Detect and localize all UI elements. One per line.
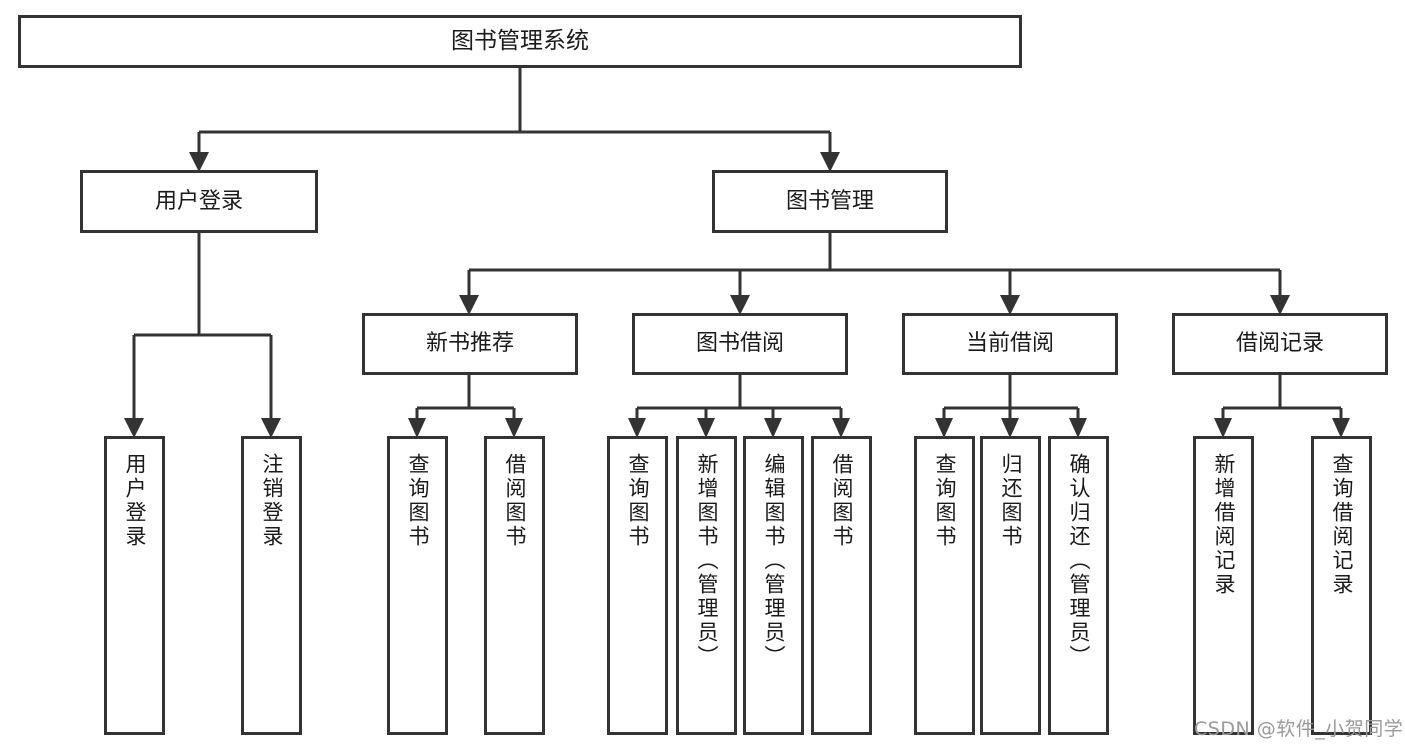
- node-label: 图书管理: [785, 188, 874, 214]
- node-leaf-query-borrow-record[interactable]: 查询借阅记录: [1311, 436, 1372, 735]
- node-book-borrow[interactable]: 图书借阅: [632, 313, 848, 375]
- node-label: 用户登录: [154, 188, 243, 214]
- node-label: 查询图书: [626, 453, 650, 549]
- node-leaf-borrow-book-2[interactable]: 借阅图书: [811, 436, 872, 735]
- node-user-login[interactable]: 用户登录: [80, 170, 318, 233]
- node-label: 新书推荐: [425, 331, 514, 357]
- node-label: 借阅记录: [1235, 331, 1324, 357]
- node-leaf-confirm-return[interactable]: 确认归还（管理员）: [1048, 436, 1109, 735]
- node-label: 查询借阅记录: [1330, 453, 1354, 597]
- node-new-book-recommend[interactable]: 新书推荐: [362, 313, 578, 375]
- node-label: 新增图书（管理员）: [695, 453, 719, 669]
- node-leaf-borrow-book-1[interactable]: 借阅图书: [484, 436, 545, 735]
- node-label: 图书借阅: [695, 331, 784, 357]
- node-leaf-user-login[interactable]: 用户登录: [104, 436, 165, 735]
- node-label: 查询图书: [933, 453, 957, 549]
- node-label: 当前借阅: [965, 331, 1054, 357]
- node-borrow-record[interactable]: 借阅记录: [1172, 313, 1388, 375]
- node-label: 查询图书: [406, 453, 430, 549]
- csdn-watermark: CSDN @软件_小贺同学: [1194, 718, 1404, 740]
- node-label: 确认归还（管理员）: [1067, 453, 1091, 669]
- node-leaf-edit-book[interactable]: 编辑图书（管理员）: [743, 436, 804, 735]
- node-leaf-return-book[interactable]: 归还图书: [980, 436, 1041, 735]
- node-book-management-system[interactable]: 图书管理系统: [18, 15, 1022, 68]
- node-leaf-query-book-2[interactable]: 查询图书: [607, 436, 668, 735]
- node-book-management[interactable]: 图书管理: [712, 170, 948, 233]
- node-leaf-add-borrow-record[interactable]: 新增借阅记录: [1193, 436, 1254, 735]
- node-label: 借阅图书: [830, 453, 854, 549]
- node-leaf-logout-login[interactable]: 注销登录: [241, 436, 302, 735]
- node-label: 归还图书: [999, 453, 1023, 549]
- node-label: 新增借阅记录: [1212, 453, 1236, 597]
- node-label: 借阅图书: [503, 453, 527, 549]
- node-current-borrow[interactable]: 当前借阅: [902, 313, 1118, 375]
- node-label: 注销登录: [260, 453, 284, 549]
- node-leaf-query-book-3[interactable]: 查询图书: [914, 436, 975, 735]
- node-label: 图书管理系统: [451, 28, 589, 55]
- node-leaf-query-book-1[interactable]: 查询图书: [387, 436, 448, 735]
- node-leaf-add-book[interactable]: 新增图书（管理员）: [676, 436, 737, 735]
- node-label: 编辑图书（管理员）: [762, 453, 786, 669]
- node-label: 用户登录: [123, 453, 147, 549]
